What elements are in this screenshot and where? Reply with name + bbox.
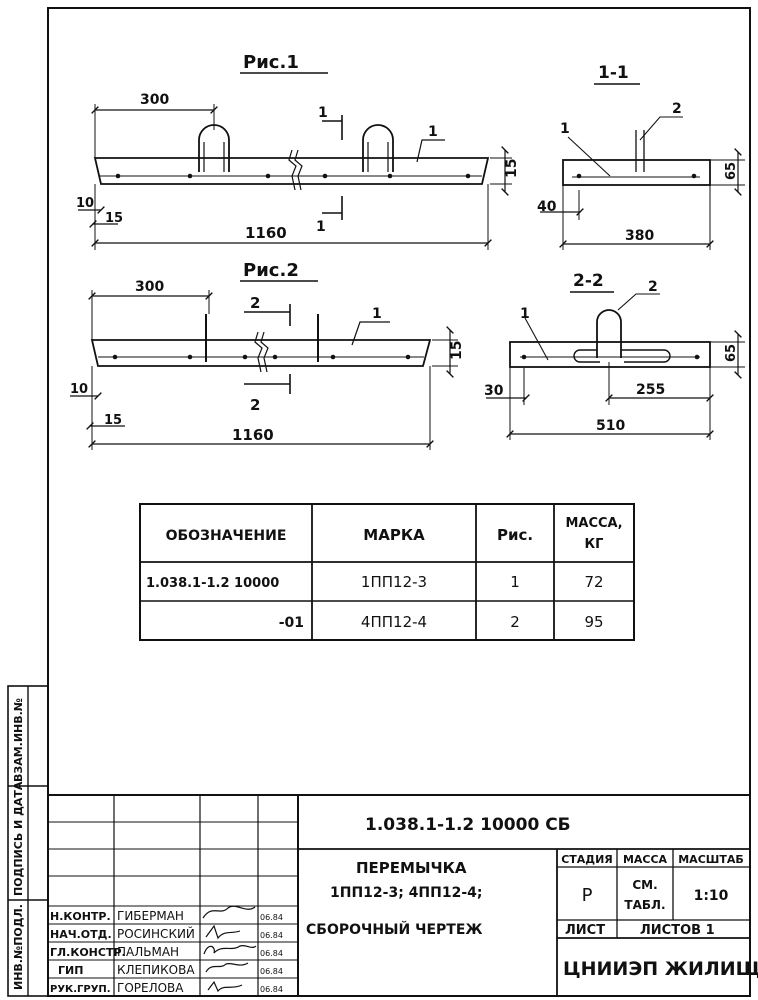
spec-row1-designation: 1.038.1-1.2 10000 — [146, 576, 279, 591]
fig2-title: Рис.2 — [243, 260, 299, 281]
fig2-dim-15-left: 15 — [104, 413, 122, 428]
fig1-dim-300: 300 — [140, 92, 169, 108]
signature-2 — [205, 924, 241, 940]
sig-name-3: ПАЛЬМАН — [117, 945, 179, 959]
fig2-dim-15-right: 15 — [449, 341, 465, 360]
sig-name-1: ГИБЕРМАН — [117, 909, 184, 923]
sec11-title: 1-1 — [598, 63, 629, 83]
scale-value: 1:10 — [694, 888, 729, 904]
signature-1 — [202, 905, 256, 919]
section-2-2: 2-2 1 2 65 30 255 510 — [484, 271, 745, 440]
sig-date-4: 06.84 — [260, 967, 283, 976]
sig-date-5: 06.84 — [260, 985, 283, 994]
signature-grid — [48, 795, 298, 996]
spec-header-mass: МАССА, — [565, 516, 622, 531]
sig-role-2: НАЧ.ОТД. — [50, 928, 112, 941]
sec22-dim-65: 65 — [724, 344, 739, 362]
title-doc-type: СБОРОЧНЫЙ ЧЕРТЕЖ — [306, 921, 483, 938]
sig-role-4: ГИП — [58, 964, 83, 977]
fig1-dim-15-right: 15 — [504, 159, 520, 178]
sig-date-2: 06.84 — [260, 931, 283, 940]
fig2-dim-10: 10 — [70, 382, 88, 397]
sig-role-3: ГЛ.КОНСТР. — [50, 946, 126, 959]
sheet-frame — [47, 7, 751, 997]
sec11-dim-40: 40 — [537, 199, 557, 215]
spec-row1-mark: 1ПП12-3 — [361, 573, 427, 591]
fig1-loop-right — [362, 124, 394, 172]
stage-label: СТАДИЯ — [561, 853, 613, 866]
mass-label: МАССА — [623, 853, 668, 866]
sec11-dim-380: 380 — [625, 228, 654, 244]
title-name-line1: ПЕРЕМЫЧКА — [356, 859, 467, 877]
side-stamp-inv-podl: ИНВ.№ПОДЛ. — [12, 904, 25, 990]
sec22-leader-2: 2 — [648, 279, 658, 295]
signature-5 — [207, 980, 243, 993]
title-block: Н.КОНТР. ГИБЕРМАН 06.84 НАЧ.ОТД. РОСИНСК… — [48, 794, 758, 996]
section-1-1: 1-1 1 2 65 40 380 — [537, 63, 745, 250]
sig-role-5: РУК.ГРУП. — [50, 984, 111, 995]
mass-value-2: ТАБЛ. — [624, 898, 665, 912]
spec-row1-fig: 1 — [510, 573, 520, 591]
sec11-leader-2: 2 — [672, 101, 682, 117]
spec-header-unit: КГ — [585, 537, 604, 552]
fig2-dim-1160: 1160 — [232, 426, 274, 444]
spec-header-fig: Рис. — [497, 526, 533, 544]
spec-header-mark: МАРКА — [363, 526, 425, 544]
sheets-label: ЛИСТОВ 1 — [640, 923, 715, 938]
fig1-dim-1160: 1160 — [245, 224, 287, 242]
sig-date-1: 06.84 — [260, 913, 283, 922]
sig-name-4: КЛЕПИКОВА — [117, 963, 195, 977]
spec-table: ОБОЗНАЧЕНИЕ МАРКА Рис. МАССА, КГ 1.038.1… — [139, 503, 635, 641]
spec-row2-designation: -01 — [279, 615, 304, 631]
side-stamp-podp-data: ПОДПИСЬ И ДАТА — [12, 781, 25, 896]
fig1-dim-15-left: 15 — [105, 211, 123, 226]
sec22-dim-30: 30 — [484, 383, 504, 399]
sec11-leader-1: 1 — [560, 121, 570, 137]
fig1-beam — [93, 157, 490, 185]
sig-name-5: ГОРЕЛОВА — [117, 981, 184, 995]
spec-row1-mass: 72 — [584, 573, 603, 591]
scale-label: МАСШТАБ — [678, 853, 744, 866]
spec-row2-mass: 95 — [584, 613, 603, 631]
sig-name-2: РОСИНСКИЙ — [117, 926, 195, 941]
spec-row2-fig: 2 — [510, 613, 520, 631]
fig2-dim-300: 300 — [135, 279, 164, 295]
fig1-leader-1: 1 — [428, 124, 438, 140]
fig2-leader-1: 1 — [372, 306, 382, 322]
signature-4 — [205, 962, 249, 973]
fig2-beam — [90, 339, 432, 367]
table-row: 1.038.1-1.2 10000 1ПП12-3 1 72 — [146, 573, 604, 591]
fig1-dim-10: 10 — [76, 196, 94, 211]
sec22-profile — [509, 341, 711, 368]
sec22-title: 2-2 — [573, 271, 604, 291]
figure-2: Рис.2 300 2 2 1 15 10 — [70, 260, 465, 450]
stage-value: Р — [582, 885, 593, 906]
organization: ЦНИИЭП ЖИЛИЩА — [563, 958, 758, 980]
mass-value-1: СМ. — [632, 878, 657, 892]
signature-3 — [203, 944, 257, 955]
sig-date-3: 06.84 — [260, 949, 283, 958]
fig1-section-mark-top: 1 — [318, 105, 328, 121]
title-name-line2: 1ПП12-3; 4ПП12-4; — [330, 885, 483, 901]
sec22-dim-510: 510 — [596, 418, 625, 434]
sec11-dim-65: 65 — [724, 162, 739, 180]
sheet-label: ЛИСТ — [565, 923, 605, 938]
table-row: -01 4ПП12-4 2 95 — [279, 613, 604, 631]
sig-role-1: Н.КОНТР. — [50, 910, 111, 923]
fig1-title: Рис.1 — [243, 52, 299, 73]
fig2-section-mark-bottom: 2 — [250, 396, 260, 414]
sec22-leader-1: 1 — [520, 306, 530, 322]
spec-row2-mark: 4ПП12-4 — [361, 613, 427, 631]
spec-header-designation: ОБОЗНАЧЕНИЕ — [166, 528, 287, 544]
doc-code: 1.038.1-1.2 10000 СБ — [365, 815, 571, 835]
side-stamp-vzam-inv: ВЗАМ.ИНВ.№ — [12, 698, 25, 782]
figure-1: Рис.1 300 1 1 1 15 — [76, 52, 520, 250]
fig1-section-mark-bottom: 1 — [316, 219, 326, 235]
fig2-section-mark-top: 2 — [250, 294, 260, 312]
sec22-dim-255: 255 — [636, 382, 665, 398]
sec22-loop — [596, 309, 622, 358]
